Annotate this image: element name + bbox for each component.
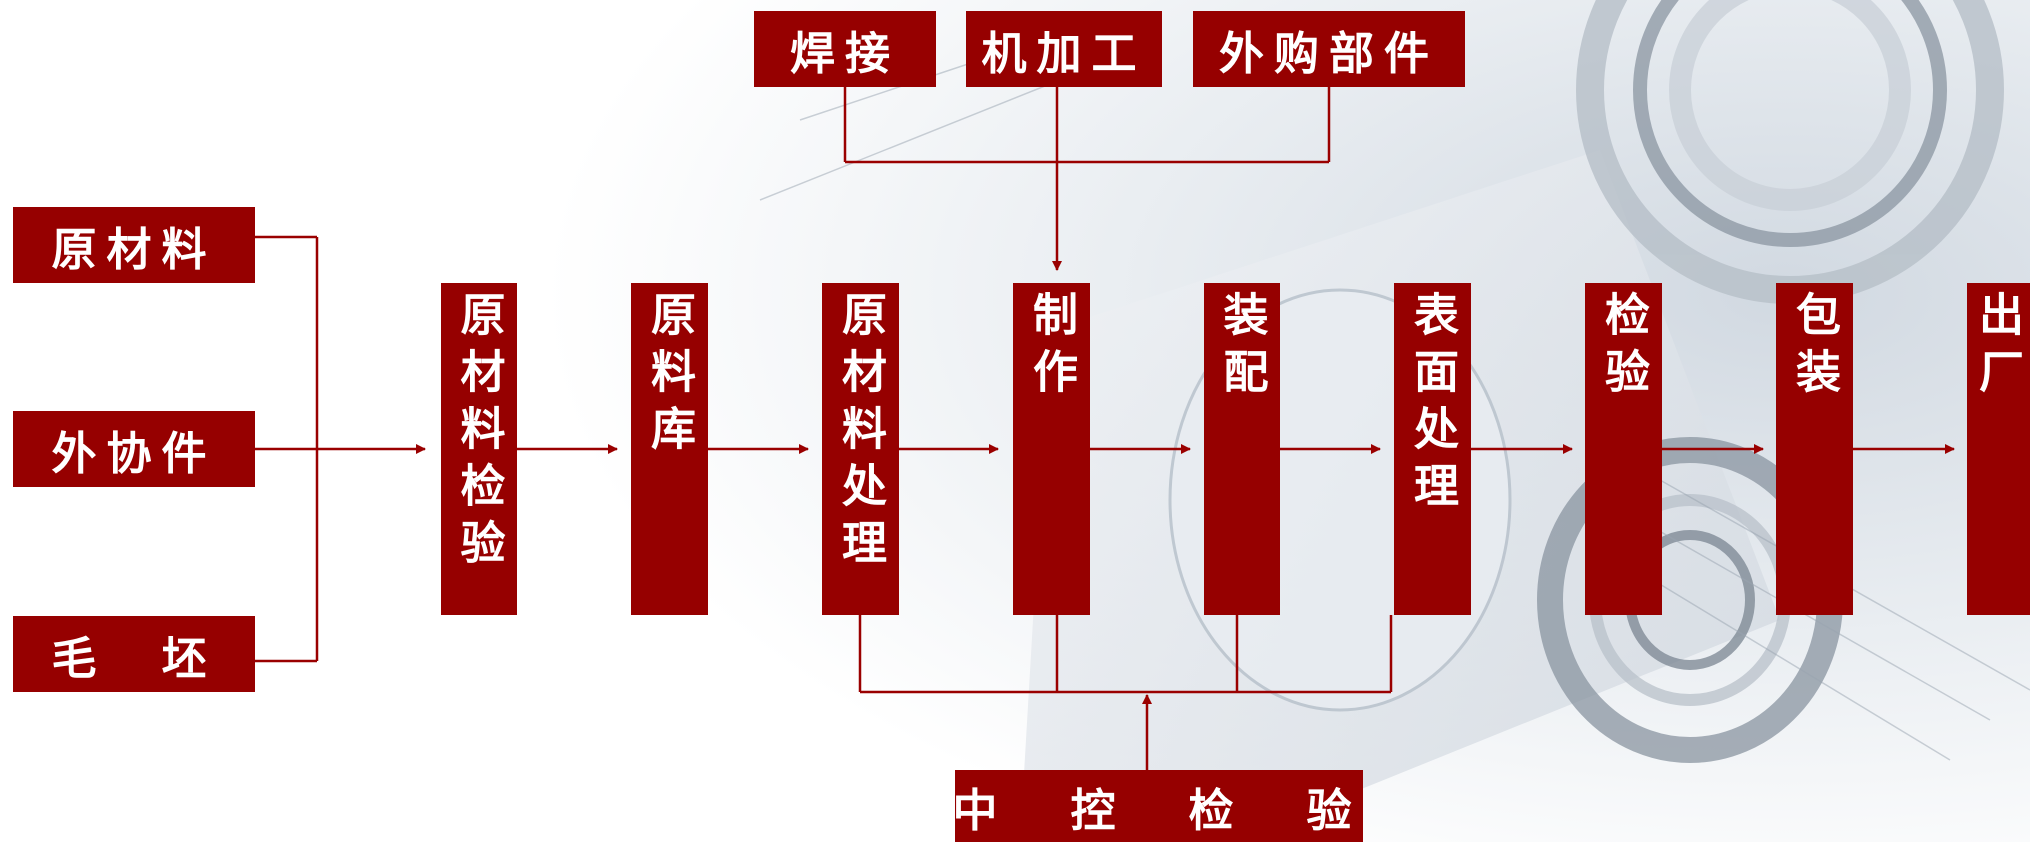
step-raw-material-processing: 原材料处理 <box>822 283 899 615</box>
step-inspection: 检验 <box>1585 283 1662 615</box>
input-blank: 毛 坯 <box>13 616 255 692</box>
source-welding: 焊接 <box>754 11 936 87</box>
step-surface-treatment: 表面处理 <box>1394 283 1471 615</box>
input-outsourced-parts: 外协件 <box>13 411 255 487</box>
step-assembly: 装配 <box>1204 283 1280 615</box>
step-raw-material-inspection: 原材料检验 <box>441 283 517 615</box>
step-leave-factory: 出厂 <box>1967 283 2030 615</box>
source-machining: 机加工 <box>966 11 1162 87</box>
step-raw-material-warehouse: 原料库 <box>631 283 708 615</box>
source-purchased-parts: 外购部件 <box>1193 11 1465 87</box>
step-fabrication: 制作 <box>1013 283 1090 615</box>
mid-process-quality-control: 中 控 检 验 <box>953 770 1363 842</box>
step-packaging: 包装 <box>1776 283 1853 615</box>
input-raw-material: 原材料 <box>13 207 255 283</box>
